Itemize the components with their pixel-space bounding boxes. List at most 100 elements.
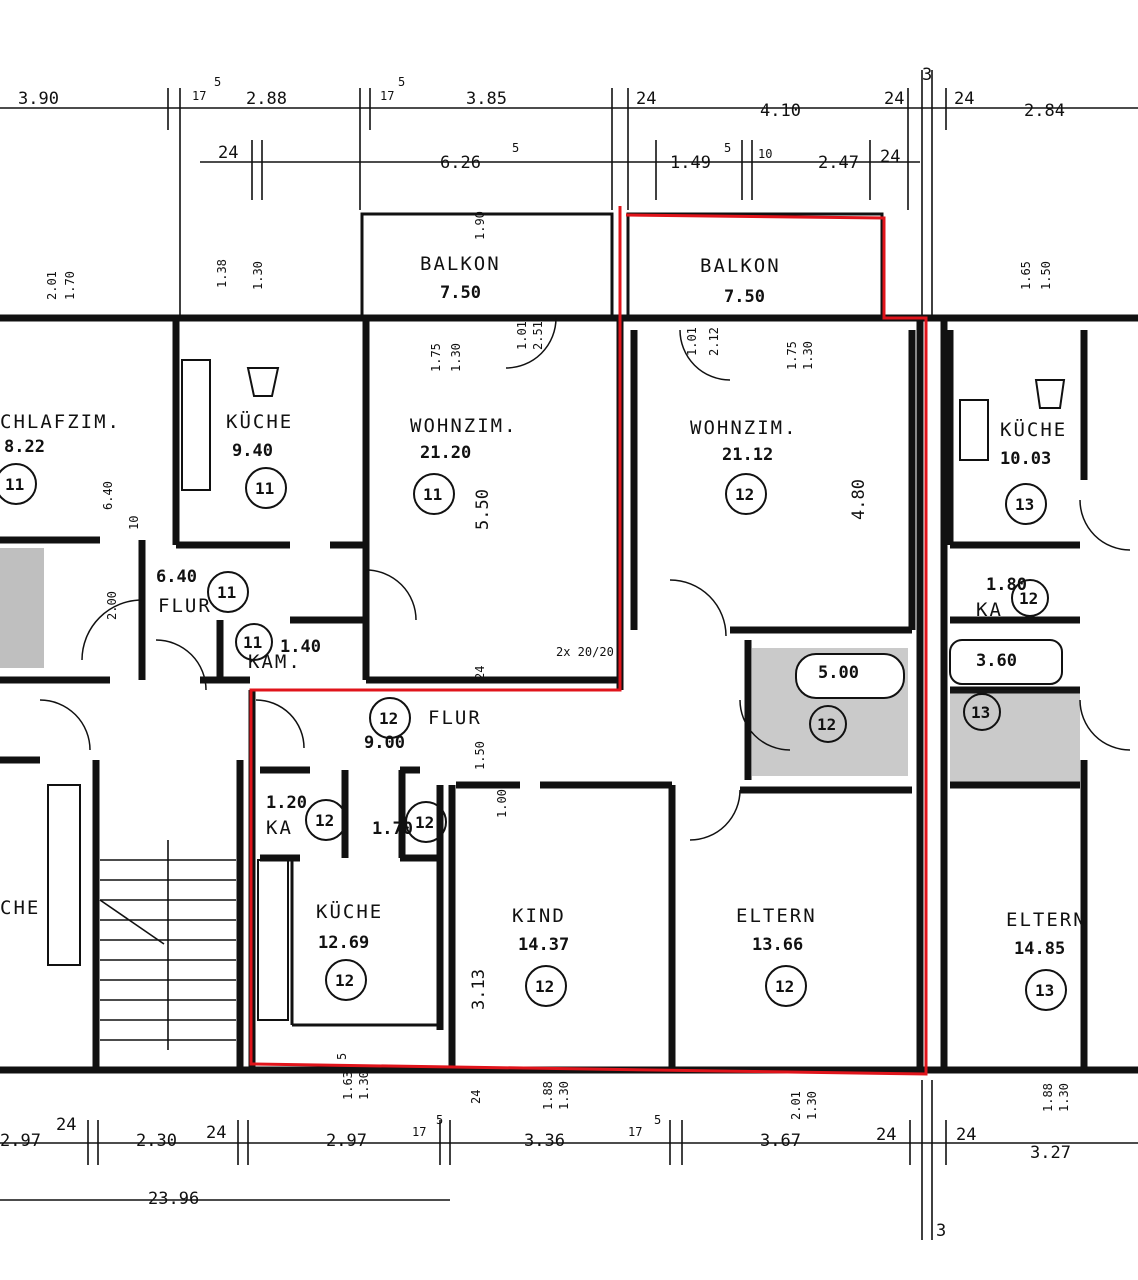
dim-bottom: 2.97 — [0, 1131, 41, 1151]
room-name-kueche-13: KÜCHE — [1000, 418, 1067, 441]
dim-vert: 2.01 — [789, 1091, 803, 1120]
dim-top: 2.84 — [1024, 101, 1065, 121]
dim-bottom: 2.30 — [136, 1131, 177, 1151]
dim-vert: 1.75 — [785, 341, 799, 370]
unit-number: 13 — [1015, 495, 1034, 514]
dim-vert: 10 — [127, 516, 141, 530]
room-area-kueche-13: 10.03 — [1000, 449, 1051, 469]
dim-top2: 6.26 — [440, 153, 481, 173]
dim-bottom-3: 3 — [936, 1221, 946, 1241]
dim-vert: 1.30 — [357, 1071, 371, 1100]
dim-vert: 24 — [469, 1090, 483, 1104]
room-extra-bad-11: KAM. — [248, 651, 302, 673]
dim-bottom: 3.27 — [1030, 1143, 1071, 1163]
room-area-flur-11: 6.40 — [156, 567, 197, 587]
unit-number: 11 — [217, 583, 236, 602]
doors — [39, 317, 1131, 841]
room-name-wohnzim-12: WOHNZIM. — [690, 417, 798, 439]
room-name-kueche-11: KÜCHE — [226, 410, 293, 433]
dim-top2: 24 — [218, 143, 238, 163]
stair-note: 2x 20/20 — [556, 645, 614, 659]
dim-bottom: 2.97 — [326, 1131, 367, 1151]
dim-top2: 5 — [724, 141, 731, 155]
room-area-eltern-13: 14.85 — [1014, 939, 1065, 959]
unit-number: 12 — [335, 971, 354, 990]
dim-vert: 1.30 — [251, 261, 265, 290]
dim-top: 4.10 — [760, 101, 801, 121]
dim-top: 5 — [214, 75, 221, 89]
dim-top: 3 — [922, 65, 932, 85]
dim-vert: 1.88 — [1041, 1083, 1055, 1112]
unit-number: 12 — [379, 709, 398, 728]
dim-vert: 5 — [335, 1053, 349, 1060]
unit-number: 11 — [255, 479, 274, 498]
bottom-dimensions: 2.97 24 2.30 24 2.97 17 5 3.36 17 5 3.67… — [0, 1113, 1071, 1241]
dim-top: 5 — [398, 75, 405, 89]
dim-bottom: 17 — [412, 1125, 426, 1139]
dim-top: 24 — [636, 89, 656, 109]
dim-vert: 4.80 — [849, 479, 869, 520]
room-area-balkon-11: 7.50 — [440, 283, 481, 303]
room-area-balkon-12: 7.50 — [724, 287, 765, 307]
room-area-schlafzim-11: 8.22 — [4, 437, 45, 457]
dim-vert: 1.30 — [1057, 1083, 1071, 1112]
unit-number: 11 — [243, 633, 262, 652]
dim-vert: 1.30 — [805, 1091, 819, 1120]
top-dimensions-row2: 24 6.26 5 1.49 5 10 2.47 24 — [218, 141, 900, 173]
dim-vert: 1.30 — [801, 341, 815, 370]
dim-bottom: 24 — [56, 1115, 76, 1135]
dim-vert: 1.01 — [685, 327, 699, 356]
dim-vert: 2.51 — [531, 321, 545, 350]
dim-top: 17 — [380, 89, 394, 103]
room-area-bad-11: 1.40 — [280, 637, 321, 657]
dim-vert: 1.30 — [557, 1081, 571, 1110]
dimension-lines — [0, 70, 1138, 1240]
room-name-flur-11: FLUR — [158, 595, 212, 617]
unit-number: 12 — [735, 485, 754, 504]
room-area-wohnzim-11: 21.20 — [420, 443, 471, 463]
dim-top: 24 — [884, 89, 904, 109]
dim-total: 23.96 — [148, 1189, 199, 1209]
dim-top: 3.85 — [466, 89, 507, 109]
unit-12-outline — [249, 206, 928, 1076]
dim-bottom: 17 — [628, 1125, 642, 1139]
room-area-kam-13: 1.80 — [986, 575, 1027, 595]
room-area-kam-12a: 1.20 — [266, 793, 307, 813]
dim-bottom: 24 — [876, 1125, 896, 1145]
room-area-wohnzim-12: 21.12 — [722, 445, 773, 465]
dim-vert: 2.00 — [105, 591, 119, 620]
dim-top2: 10 — [758, 147, 772, 161]
dim-bottom: 24 — [206, 1123, 226, 1143]
dim-vert: 1.50 — [1039, 261, 1053, 290]
room-area-kueche-12: 12.69 — [318, 933, 369, 953]
room-name-schlafzim-11: CHLAFZIM. — [0, 411, 121, 433]
dim-vert: 1.70 — [63, 271, 77, 300]
dim-bottom: 5 — [654, 1113, 661, 1127]
room-name-flur-12: FLUR — [428, 707, 482, 729]
room-name-kueche-12: KÜCHE — [316, 900, 383, 923]
dim-bottom: 3.36 — [524, 1131, 565, 1151]
dim-top: 17 — [192, 89, 206, 103]
dim-top2: 24 — [880, 147, 900, 167]
dim-top: 3.90 — [18, 89, 59, 109]
fixtures — [0, 359, 1080, 1050]
dim-top2: 2.47 — [818, 153, 859, 173]
unit-number: 12 — [535, 977, 554, 996]
unit-number: 12 — [415, 813, 434, 832]
dim-vert: 1.30 — [449, 343, 463, 372]
vertical-dimensions: 2.01 1.70 1.38 1.30 1.90 1.75 1.30 1.01 … — [45, 211, 1071, 1120]
unit-markers: 11 11 11 12 13 11 11 12 12 12 12 12 12 1… — [0, 463, 1067, 1011]
room-name-kueche-left: CHE — [0, 897, 40, 919]
dim-vert: 5.50 — [473, 489, 493, 530]
dim-vert: 2.01 — [45, 271, 59, 300]
unit-number: 13 — [971, 703, 990, 722]
dim-bottom: 5 — [436, 1113, 443, 1127]
room-area-kueche-11: 9.40 — [232, 441, 273, 461]
dim-top2: 1.49 — [670, 153, 711, 173]
dim-bottom: 24 — [956, 1125, 976, 1145]
dim-vert: 1.38 — [215, 259, 229, 288]
dim-vert: 1.88 — [541, 1081, 555, 1110]
room-name-kam-12a: KA — [266, 817, 293, 839]
room-area-bad-12: 5.00 — [818, 663, 859, 683]
